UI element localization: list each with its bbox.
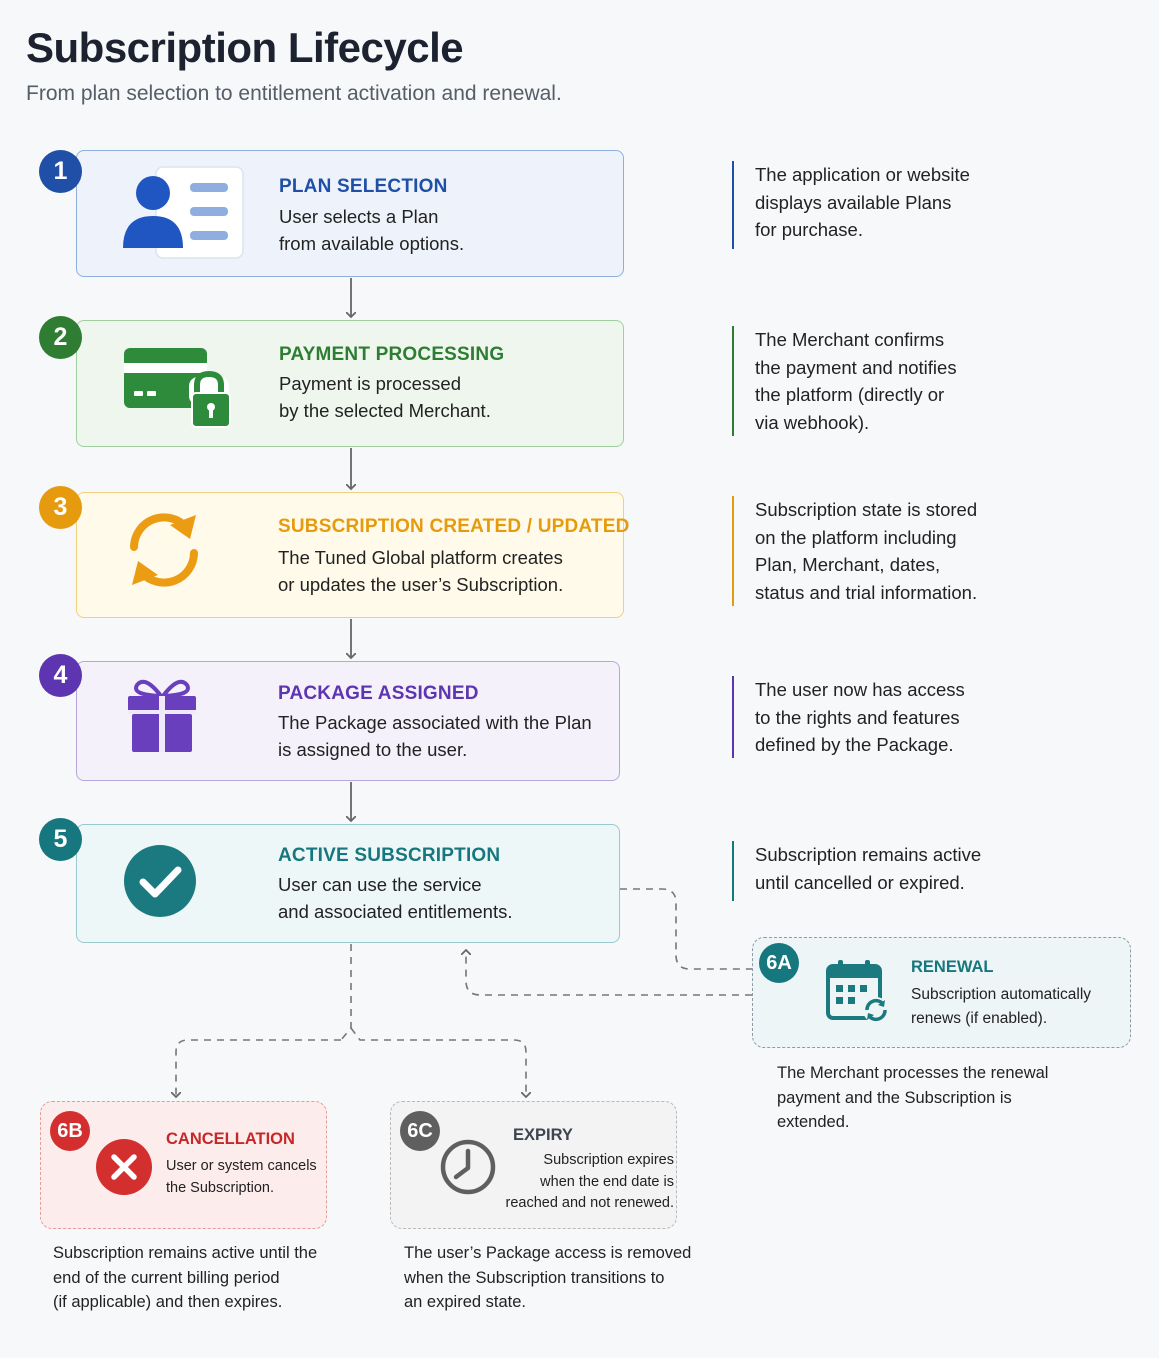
step-5-title: ACTIVE SUBSCRIPTION xyxy=(278,845,501,866)
clock-icon xyxy=(440,1139,496,1195)
page-subtitle: From plan selection to entitlement activ… xyxy=(26,82,562,105)
outcome-6a-badge: 6A xyxy=(759,943,799,983)
step-1-note: The application or website displays avai… xyxy=(732,161,970,249)
step-5-body: User can use the service and associated … xyxy=(278,874,513,922)
step-1-body: User selects a Plan from available optio… xyxy=(279,206,465,254)
x-circle-icon xyxy=(96,1139,152,1195)
dashed-renewal-to-active xyxy=(466,950,752,996)
outcome-renewal xyxy=(752,937,1131,1048)
dashed-active-to-renewal xyxy=(620,888,752,970)
outcome-6b-body: User or system cancels the Subscription. xyxy=(166,1158,317,1196)
step-2-note: The Merchant confirms the payment and no… xyxy=(732,326,957,436)
step-5-note: Subscription remains active until cancel… xyxy=(732,841,981,901)
calendar-refresh-icon xyxy=(826,960,889,1023)
outcome-6c-note: The user’s Package access is removed whe… xyxy=(404,1244,692,1311)
page-title: Subscription Lifecycle xyxy=(26,24,464,71)
outcome-6b-badge: 6B xyxy=(50,1111,90,1151)
outcome-6c-body: Subscription expires when the end date i… xyxy=(505,1152,675,1211)
step-2-badge: 2 xyxy=(39,316,82,359)
dashed-to-cancellation xyxy=(350,1027,526,1097)
refresh-icon xyxy=(130,513,198,587)
step-payment-processing xyxy=(76,320,624,447)
step-2-title: PAYMENT PROCESSING xyxy=(279,344,505,365)
dashed-active-down xyxy=(340,944,352,1041)
step-3-body: The Tuned Global platform creates or upd… xyxy=(278,547,564,595)
outcome-6a-body: Subscription automatically renews (if en… xyxy=(911,986,1092,1027)
dashed-to-expiry xyxy=(176,1039,341,1097)
step-5-badge: 5 xyxy=(39,818,82,861)
outcome-6c-title: EXPIRY xyxy=(513,1126,573,1144)
step-3-note: Subscription state is stored on the plat… xyxy=(732,496,977,606)
step-subscription-created xyxy=(76,492,624,618)
step-4-title: PACKAGE ASSIGNED xyxy=(278,683,479,704)
step-1-badge: 1 xyxy=(39,150,82,193)
step-3-badge: 3 xyxy=(39,486,82,529)
check-circle-icon xyxy=(124,845,196,917)
gift-icon xyxy=(128,679,196,752)
outcome-6b-note: Subscription remains active until the en… xyxy=(53,1244,318,1311)
step-package-assigned xyxy=(76,661,620,781)
credit-card-lock-icon xyxy=(124,348,231,428)
step-3-title: SUBSCRIPTION CREATED / UPDATED xyxy=(278,516,630,537)
outcome-6c-badge: 6C xyxy=(400,1111,440,1151)
outcome-6a-title: RENEWAL xyxy=(911,958,994,976)
step-4-badge: 4 xyxy=(39,654,82,697)
step-2-body: Payment is processed by the selected Mer… xyxy=(279,373,491,421)
step-1-title: PLAN SELECTION xyxy=(279,176,448,197)
step-4-body: The Package associated with the Plan is … xyxy=(278,712,592,760)
outcome-6a-note: The Merchant processes the renewal payme… xyxy=(777,1064,1049,1131)
user-plan-card-icon xyxy=(123,166,244,259)
outcome-6b-title: CANCELLATION xyxy=(166,1130,295,1148)
step-4-note: The user now has access to the rights an… xyxy=(732,676,965,758)
